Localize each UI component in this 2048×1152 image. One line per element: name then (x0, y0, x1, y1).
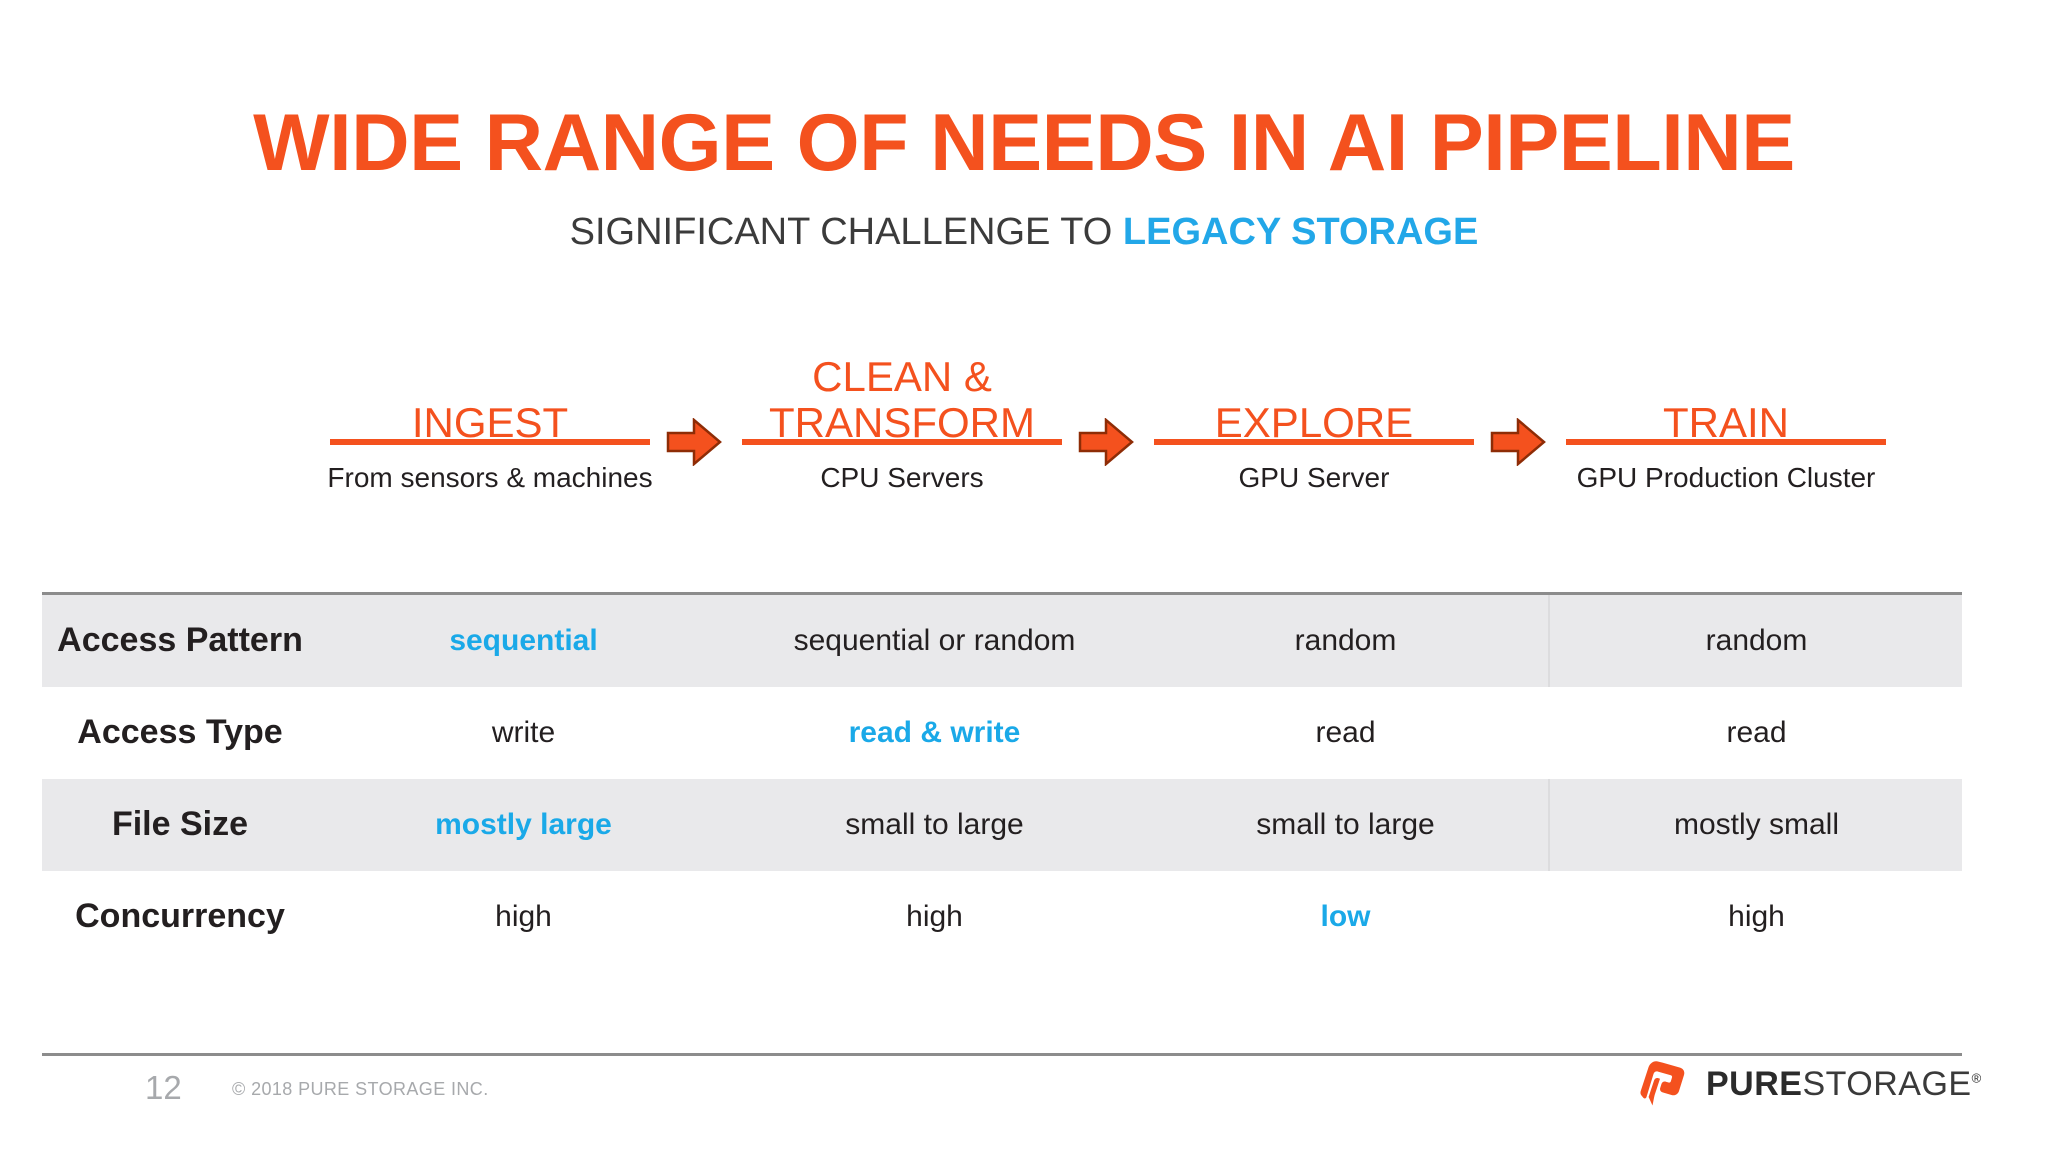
logo-word-storage: STORAGE (1802, 1065, 1972, 1103)
row-header-label: File Size (111, 805, 249, 844)
table-row: Access Pattern sequential sequential or … (42, 595, 1962, 687)
stage-underline (1154, 439, 1474, 445)
table-row: Access Type write read & write read read (42, 687, 1962, 779)
stage-sublabel: GPU Server (1238, 462, 1390, 493)
pure-storage-wordmark: PURESTORAGE® (1706, 1067, 1982, 1101)
table-cell: random (1294, 624, 1397, 657)
stage-underline (1566, 439, 1886, 445)
registered-trademark-symbol: ® (1971, 1070, 1982, 1086)
table-cell: small to large (845, 808, 1024, 841)
logo-word-pure: PURE (1706, 1065, 1803, 1103)
row-header-label: Access Pattern (57, 621, 303, 660)
subtitle-highlight-text: LEGACY STORAGE (1122, 211, 1479, 253)
stage-name-label: INGEST (411, 399, 569, 447)
table-cell: low (1320, 900, 1371, 933)
table-cell: sequential (449, 624, 598, 657)
row-header-label: Access Type (77, 713, 283, 752)
stage-underline (742, 439, 1062, 445)
page-title: WIDE RANGE OF NEEDS IN AI PIPELINE (253, 98, 1795, 188)
table-row: File Size mostly large small to large sm… (42, 779, 1962, 871)
table-cell: high (906, 900, 963, 933)
table-cell: small to large (1256, 808, 1435, 841)
copyright-notice: © 2018 PURE STORAGE INC. (232, 1079, 489, 1099)
stage-sublabel: From sensors & machines (327, 462, 653, 493)
right-arrow-icon (1490, 418, 1546, 466)
table-cell: high (495, 900, 552, 933)
column-divider (1548, 779, 1550, 871)
table-cell: high (1728, 900, 1785, 933)
table-cell: mostly large (435, 808, 612, 841)
pure-storage-p-mark-icon (1640, 1061, 1692, 1107)
pipeline-stage-clean-transform: CLEAN & TRANSFORM CPU Servers (742, 320, 1062, 570)
right-arrow-icon (666, 418, 722, 466)
subtitle-plain-text: SIGNIFICANT CHALLENGE TO (569, 211, 1123, 253)
stage-name-label: TRAIN (1663, 399, 1789, 447)
page-subtitle: SIGNIFICANT CHALLENGE TO LEGACY STORAGE (0, 213, 2048, 251)
table-cell: write (491, 716, 556, 749)
table-cell: read (1315, 716, 1376, 749)
footer-divider (42, 1053, 1962, 1056)
table-top-border (42, 592, 1962, 595)
stage-sublabel: GPU Production Cluster (1576, 462, 1876, 493)
table-cell: read (1726, 716, 1787, 749)
table-row: Concurrency high high low high (42, 871, 1962, 963)
page-number: 12 (145, 1069, 182, 1106)
requirements-table: Access Pattern sequential sequential or … (42, 592, 1962, 963)
table-cell: random (1705, 624, 1808, 657)
table-cell: sequential or random (793, 624, 1076, 657)
column-divider (1548, 595, 1550, 687)
pipeline-diagram: INGEST From sensors & machines CLEAN & T… (327, 320, 1970, 570)
stage-underline (330, 439, 650, 445)
stage-sublabel: CPU Servers (820, 462, 984, 493)
table-cell: read & write (848, 716, 1021, 749)
row-header-label: Concurrency (75, 897, 285, 936)
pipeline-stage-train: TRAIN GPU Production Cluster (1566, 320, 1886, 570)
table-cell: mostly small (1673, 808, 1839, 841)
right-arrow-icon (1078, 418, 1134, 466)
pure-storage-logo: PURESTORAGE® (1640, 1061, 1982, 1107)
stage-name-label: CLEAN & TRANSFORM (769, 353, 1035, 447)
pipeline-stage-explore: EXPLORE GPU Server (1154, 320, 1474, 570)
pipeline-stage-ingest: INGEST From sensors & machines (327, 320, 652, 570)
stage-name-label: EXPLORE (1214, 399, 1414, 447)
